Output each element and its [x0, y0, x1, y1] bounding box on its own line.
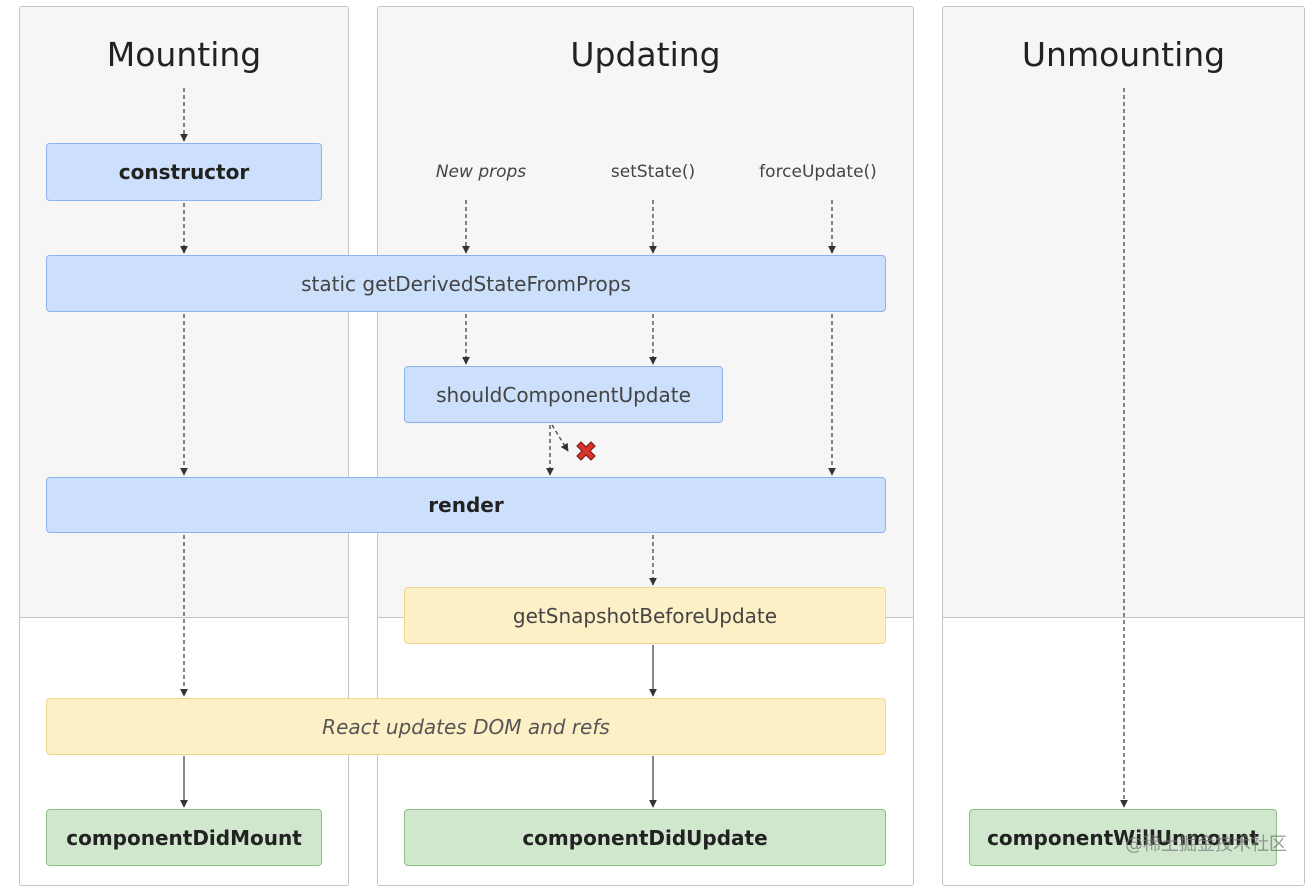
updating-title: Updating — [570, 35, 721, 74]
trigger-force-update: forceUpdate() — [759, 162, 877, 182]
component-did-update-box: componentDidUpdate — [404, 809, 886, 866]
unmounting-column: Unmounting — [942, 6, 1305, 886]
watermark-text: @稀土掘金技术社区 — [1125, 834, 1287, 855]
mounting-title: Mounting — [106, 35, 262, 74]
x-icon — [576, 441, 596, 461]
constructor-box: constructor — [46, 143, 322, 201]
react-updates-dom-box: React updates DOM and refs — [46, 698, 886, 755]
unmounting-title: Unmounting — [1021, 35, 1226, 74]
unmounting-render-area — [943, 7, 1304, 618]
component-did-mount-box: componentDidMount — [46, 809, 322, 866]
trigger-new-props: New props — [435, 162, 527, 182]
render-box: render — [46, 477, 886, 533]
get-derived-state-from-props-box: static getDerivedStateFromProps — [46, 255, 886, 312]
get-snapshot-before-update-box: getSnapshotBeforeUpdate — [404, 587, 886, 644]
component-will-unmount-box: componentWillUnmount — [969, 809, 1277, 866]
trigger-set-state: setState() — [610, 162, 696, 182]
should-component-update-box: shouldComponentUpdate — [404, 366, 723, 423]
